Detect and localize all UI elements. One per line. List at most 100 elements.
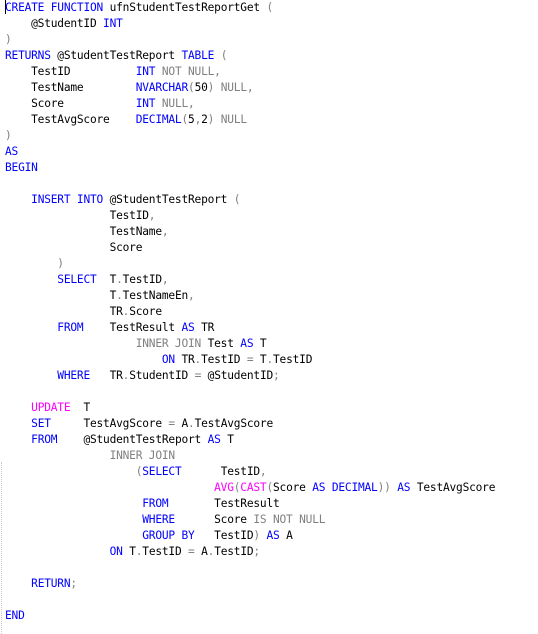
sql-keyword: AS: [312, 481, 326, 494]
code-line: TestAvgScore DECIMAL(5,2) NULL: [5, 112, 495, 128]
code-line: ​: [5, 176, 495, 192]
code-line: ON TR.TestID = T.TestID: [5, 352, 495, 368]
code-line: ON T.TestID = A.TestID;: [5, 544, 495, 560]
sql-operator: .: [266, 353, 274, 366]
sql-keyword: SELECT: [57, 273, 97, 286]
sql-operator: .: [122, 305, 130, 318]
sql-keyword: END: [5, 609, 25, 622]
code-line: UPDATE T: [5, 400, 495, 416]
sql-text: TestAvgScore: [410, 481, 496, 494]
sql-operator: ,: [161, 273, 169, 286]
indent-guide-line: [1, 462, 2, 634]
sql-keyword: AS: [266, 529, 280, 542]
code-line: AVG(CAST(Score AS DECIMAL)) AS TestAvgSc…: [5, 480, 495, 496]
code-line: T.TestNameEn,: [5, 288, 495, 304]
sql-operator: .: [116, 273, 123, 286]
code-line: FROM @StudentTestReport AS T: [5, 432, 495, 448]
sql-operator: )): [377, 481, 391, 494]
sql-keyword: FROM: [142, 497, 169, 510]
sql-operator: ,: [148, 209, 156, 222]
sql-keyword: INT: [135, 65, 156, 78]
sql-operator: NOT NULL,: [161, 65, 221, 78]
text-cursor: [5, 0, 6, 14]
sql-keyword: FROM: [31, 433, 58, 446]
sql-keyword: WHERE: [57, 369, 90, 382]
sql-operator: (: [188, 81, 195, 94]
sql-text: TestID: [181, 465, 260, 478]
code-text-area[interactable]: CREATE FUNCTION ufnStudentTestReportGet …: [5, 0, 495, 624]
sql-operator: (: [233, 481, 241, 494]
sql-text: TestID: [273, 353, 313, 366]
sql-text: @StudentID: [201, 369, 274, 382]
sql-text: [5, 529, 142, 542]
sql-text: Test: [201, 337, 241, 350]
code-line: WHERE Score IS NOT NULL: [5, 512, 495, 528]
sql-text: [5, 321, 57, 334]
code-line: ​: [5, 560, 495, 576]
sql-text: T: [122, 545, 136, 558]
sql-text: [5, 193, 31, 206]
sql-keyword: SET: [31, 417, 51, 430]
sql-operator: ,: [259, 465, 267, 478]
sql-operator: .: [188, 417, 195, 430]
sql-operator: ;: [70, 577, 77, 590]
sql-keyword: AS: [397, 481, 411, 494]
sql-text: 50: [194, 81, 208, 94]
code-line: GROUP BY TestID) AS A: [5, 528, 495, 544]
code-line: BEGIN: [5, 160, 495, 176]
sql-operator: ,: [161, 225, 169, 238]
sql-text: ufnStudentTestReportGet: [103, 1, 267, 14]
sql-operator: IS NOT NULL: [253, 513, 326, 526]
sql-text: [5, 481, 214, 494]
sql-operator: INNER JOIN: [135, 337, 202, 350]
sql-text: StudentID: [129, 369, 195, 382]
sql-operator: (: [220, 49, 228, 62]
code-line: RETURN;: [5, 576, 495, 592]
sql-text: TestID: [122, 273, 162, 286]
sql-keyword: WHERE: [142, 513, 175, 526]
sql-text: 2: [201, 113, 208, 126]
sql-text: TestID: [142, 545, 189, 558]
code-line: TestID INT NOT NULL,: [5, 64, 495, 80]
sql-text: Score: [129, 305, 162, 318]
sql-text: TestID: [214, 545, 254, 558]
code-line: Score: [5, 240, 495, 256]
sql-operator: ,: [188, 289, 195, 302]
sql-keyword: RETURNS: [5, 49, 51, 62]
sql-text: T: [253, 337, 267, 350]
sql-operator: .: [122, 369, 130, 382]
code-line: INNER JOIN Test AS T: [5, 336, 495, 352]
sql-text: [5, 545, 110, 558]
sql-text: 5: [188, 113, 195, 126]
sql-text: [5, 337, 136, 350]
sql-text: Score: [174, 513, 254, 526]
sql-text: Score: [5, 241, 143, 254]
sql-text: @StudentID: [5, 17, 104, 30]
sql-text: A: [174, 417, 189, 430]
sql-text: [5, 417, 31, 430]
sql-text: [5, 433, 31, 446]
sql-keyword: INT: [103, 17, 123, 30]
sql-text: T: [5, 289, 117, 302]
sql-keyword: RETURN: [31, 577, 71, 590]
sql-text: T: [253, 353, 267, 366]
code-line: ): [5, 128, 495, 144]
sql-keyword: NVARCHAR: [135, 81, 189, 94]
sql-operator: NULL,: [220, 81, 254, 94]
sql-text: [5, 465, 136, 478]
sql-keyword: AS: [5, 145, 19, 158]
sql-text: TR: [174, 353, 195, 366]
sql-operator: .: [116, 289, 123, 302]
sql-text: TestAvgScore: [50, 417, 169, 430]
sql-operator: (: [233, 193, 241, 206]
sql-operator: =: [246, 353, 254, 366]
sql-operator: =: [168, 417, 175, 430]
sql-operator: (: [181, 113, 189, 126]
sql-operator: =: [194, 369, 202, 382]
sql-keyword: BEGIN: [5, 161, 38, 174]
code-line: TestName NVARCHAR(50) NULL,: [5, 80, 495, 96]
sql-function: UPDATE: [31, 401, 71, 414]
sql-operator: INNER JOIN: [109, 449, 176, 462]
sql-keyword: INT: [135, 97, 156, 110]
